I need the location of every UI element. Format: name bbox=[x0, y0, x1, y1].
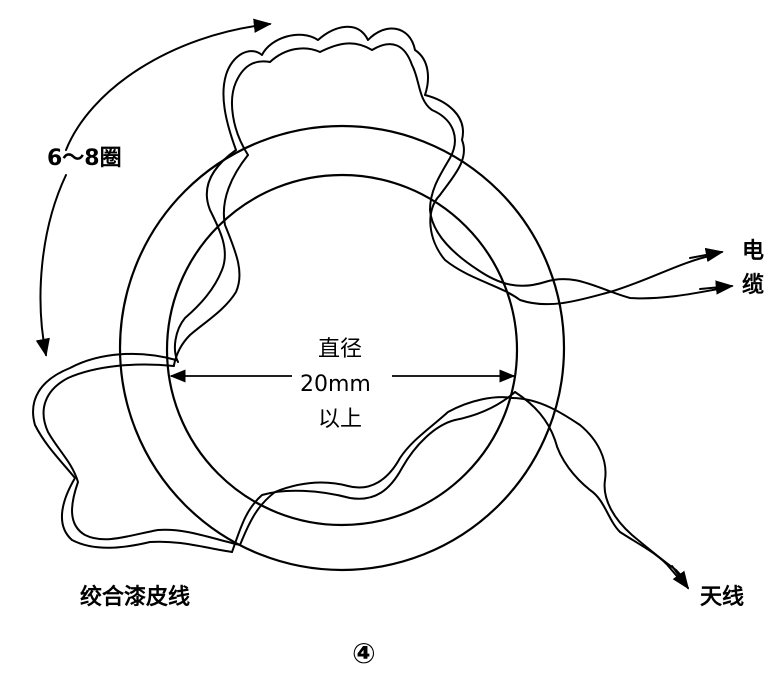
twisted-wire-bottom-strand-b bbox=[239, 396, 513, 546]
twisted-wire-top-strand-b bbox=[231, 42, 725, 300]
twisted-wire-top-strand-a bbox=[222, 25, 715, 306]
cable-label-top: 电 bbox=[742, 239, 764, 264]
twisted-wire-left-loop-b bbox=[42, 363, 241, 546]
cable-arrow-bottom bbox=[699, 280, 734, 295]
antenna-arrow bbox=[671, 565, 690, 590]
diameter-label-line2: 20mm bbox=[300, 372, 371, 397]
twisted-wire-inner-winding bbox=[173, 149, 249, 366]
diameter-label-line1: 直径 bbox=[318, 337, 362, 362]
figure-number: ④ bbox=[352, 637, 376, 670]
antenna-label: 天线 bbox=[700, 584, 744, 610]
diameter-label-line3: 以上 bbox=[318, 407, 362, 432]
winding-direction-arrow bbox=[41, 24, 270, 355]
twisted-wire-antenna-strand-a bbox=[514, 391, 685, 585]
twisted-wire-bottom-strand-a bbox=[231, 391, 516, 553]
cable-arrow-top bbox=[689, 247, 724, 263]
cable-label-bottom: 缆 bbox=[742, 272, 764, 298]
wire-label: 绞合漆皮线 bbox=[80, 584, 190, 610]
turns-label: 6～8圈 bbox=[47, 146, 122, 171]
twisted-wire-left-loop-a bbox=[32, 352, 233, 553]
twisted-wire-antenna-strand-b bbox=[511, 397, 687, 586]
